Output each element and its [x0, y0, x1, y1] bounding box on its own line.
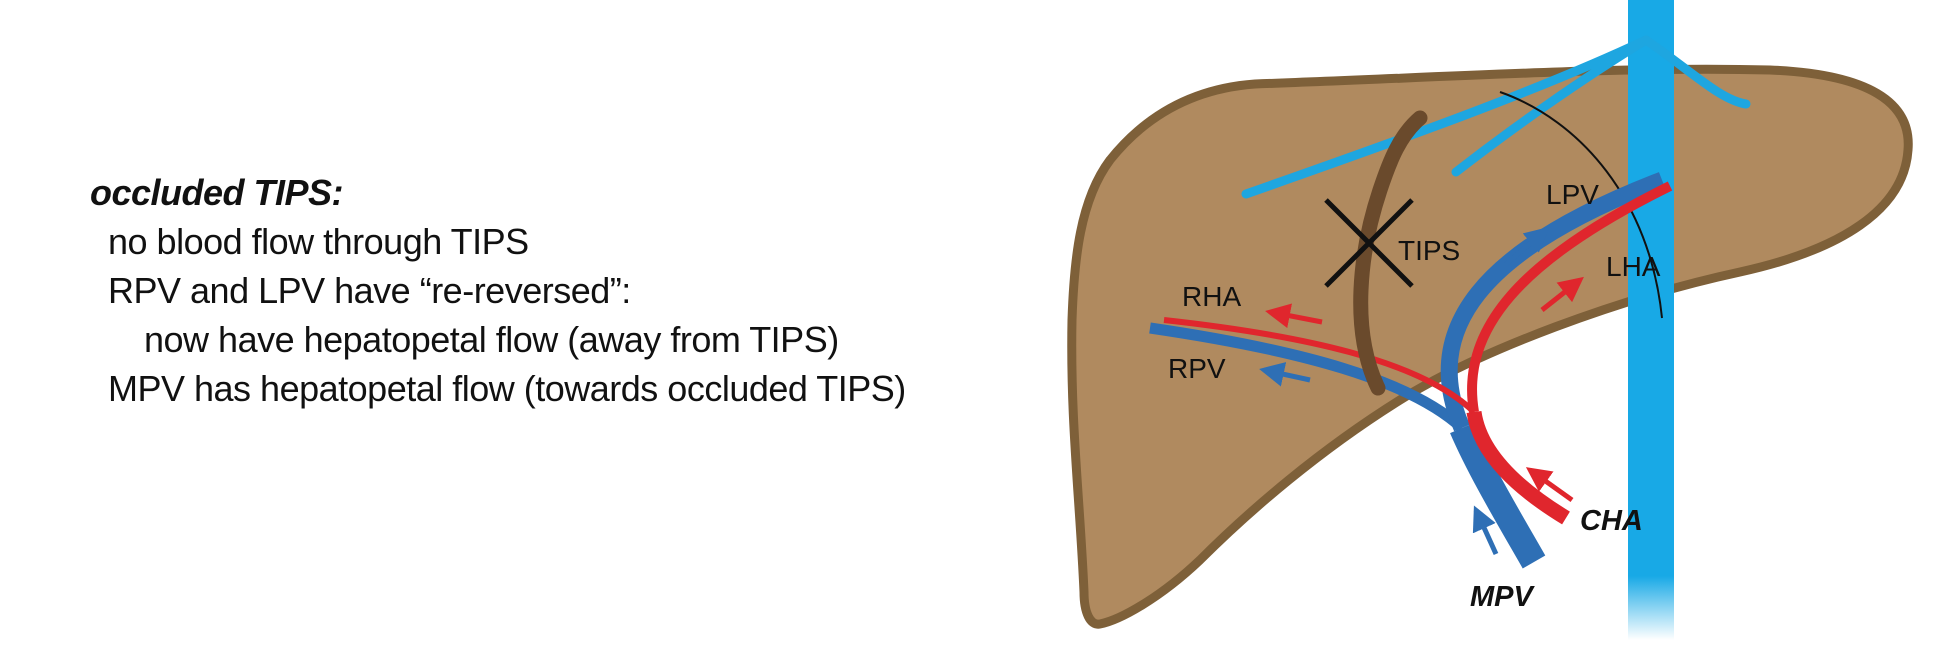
caption-line-hepatopetal: now have hepatopetal flow (away from TIP… — [144, 319, 839, 360]
hepatic-veins — [1241, 35, 1751, 199]
caption-line-mpv: MPV has hepatopetal flow (towards occlud… — [108, 368, 906, 409]
lpv-flow-arrow — [1504, 226, 1550, 266]
lha-flow-arrow — [1540, 276, 1584, 312]
rha-flow-arrow — [1265, 303, 1323, 329]
label-tips: TIPS — [1398, 235, 1460, 266]
lobe-division-line — [1499, 91, 1663, 319]
label-cha: CHA — [1580, 505, 1643, 537]
label-rpv: RPV — [1168, 353, 1226, 384]
label-lha: LHA — [1606, 251, 1661, 282]
mpv-flow-arrow — [1472, 505, 1499, 556]
label-lpv: LPV — [1546, 179, 1599, 210]
cha-flow-arrow — [1525, 467, 1574, 503]
liver-shape — [1067, 64, 1913, 629]
tips-shunt — [1353, 110, 1428, 396]
caption-heading: occluded TIPS: — [90, 172, 344, 213]
hepatic-arteries — [1163, 181, 1673, 525]
occlusion-x-mark — [1324, 198, 1414, 288]
caption-block: occluded TIPS: no blood flow through TIP… — [88, 168, 1048, 413]
label-mpv: MPV — [1470, 581, 1536, 613]
caption-line-no-flow: no blood flow through TIPS — [108, 221, 529, 262]
label-rha: RHA — [1182, 281, 1241, 312]
rpv-flow-arrow — [1259, 362, 1311, 387]
caption-line-rpv-lpv: RPV and LPV have “re-reversed”: — [108, 270, 631, 311]
portal-veins — [1149, 172, 1666, 569]
ivc-vessel — [1628, 0, 1674, 640]
